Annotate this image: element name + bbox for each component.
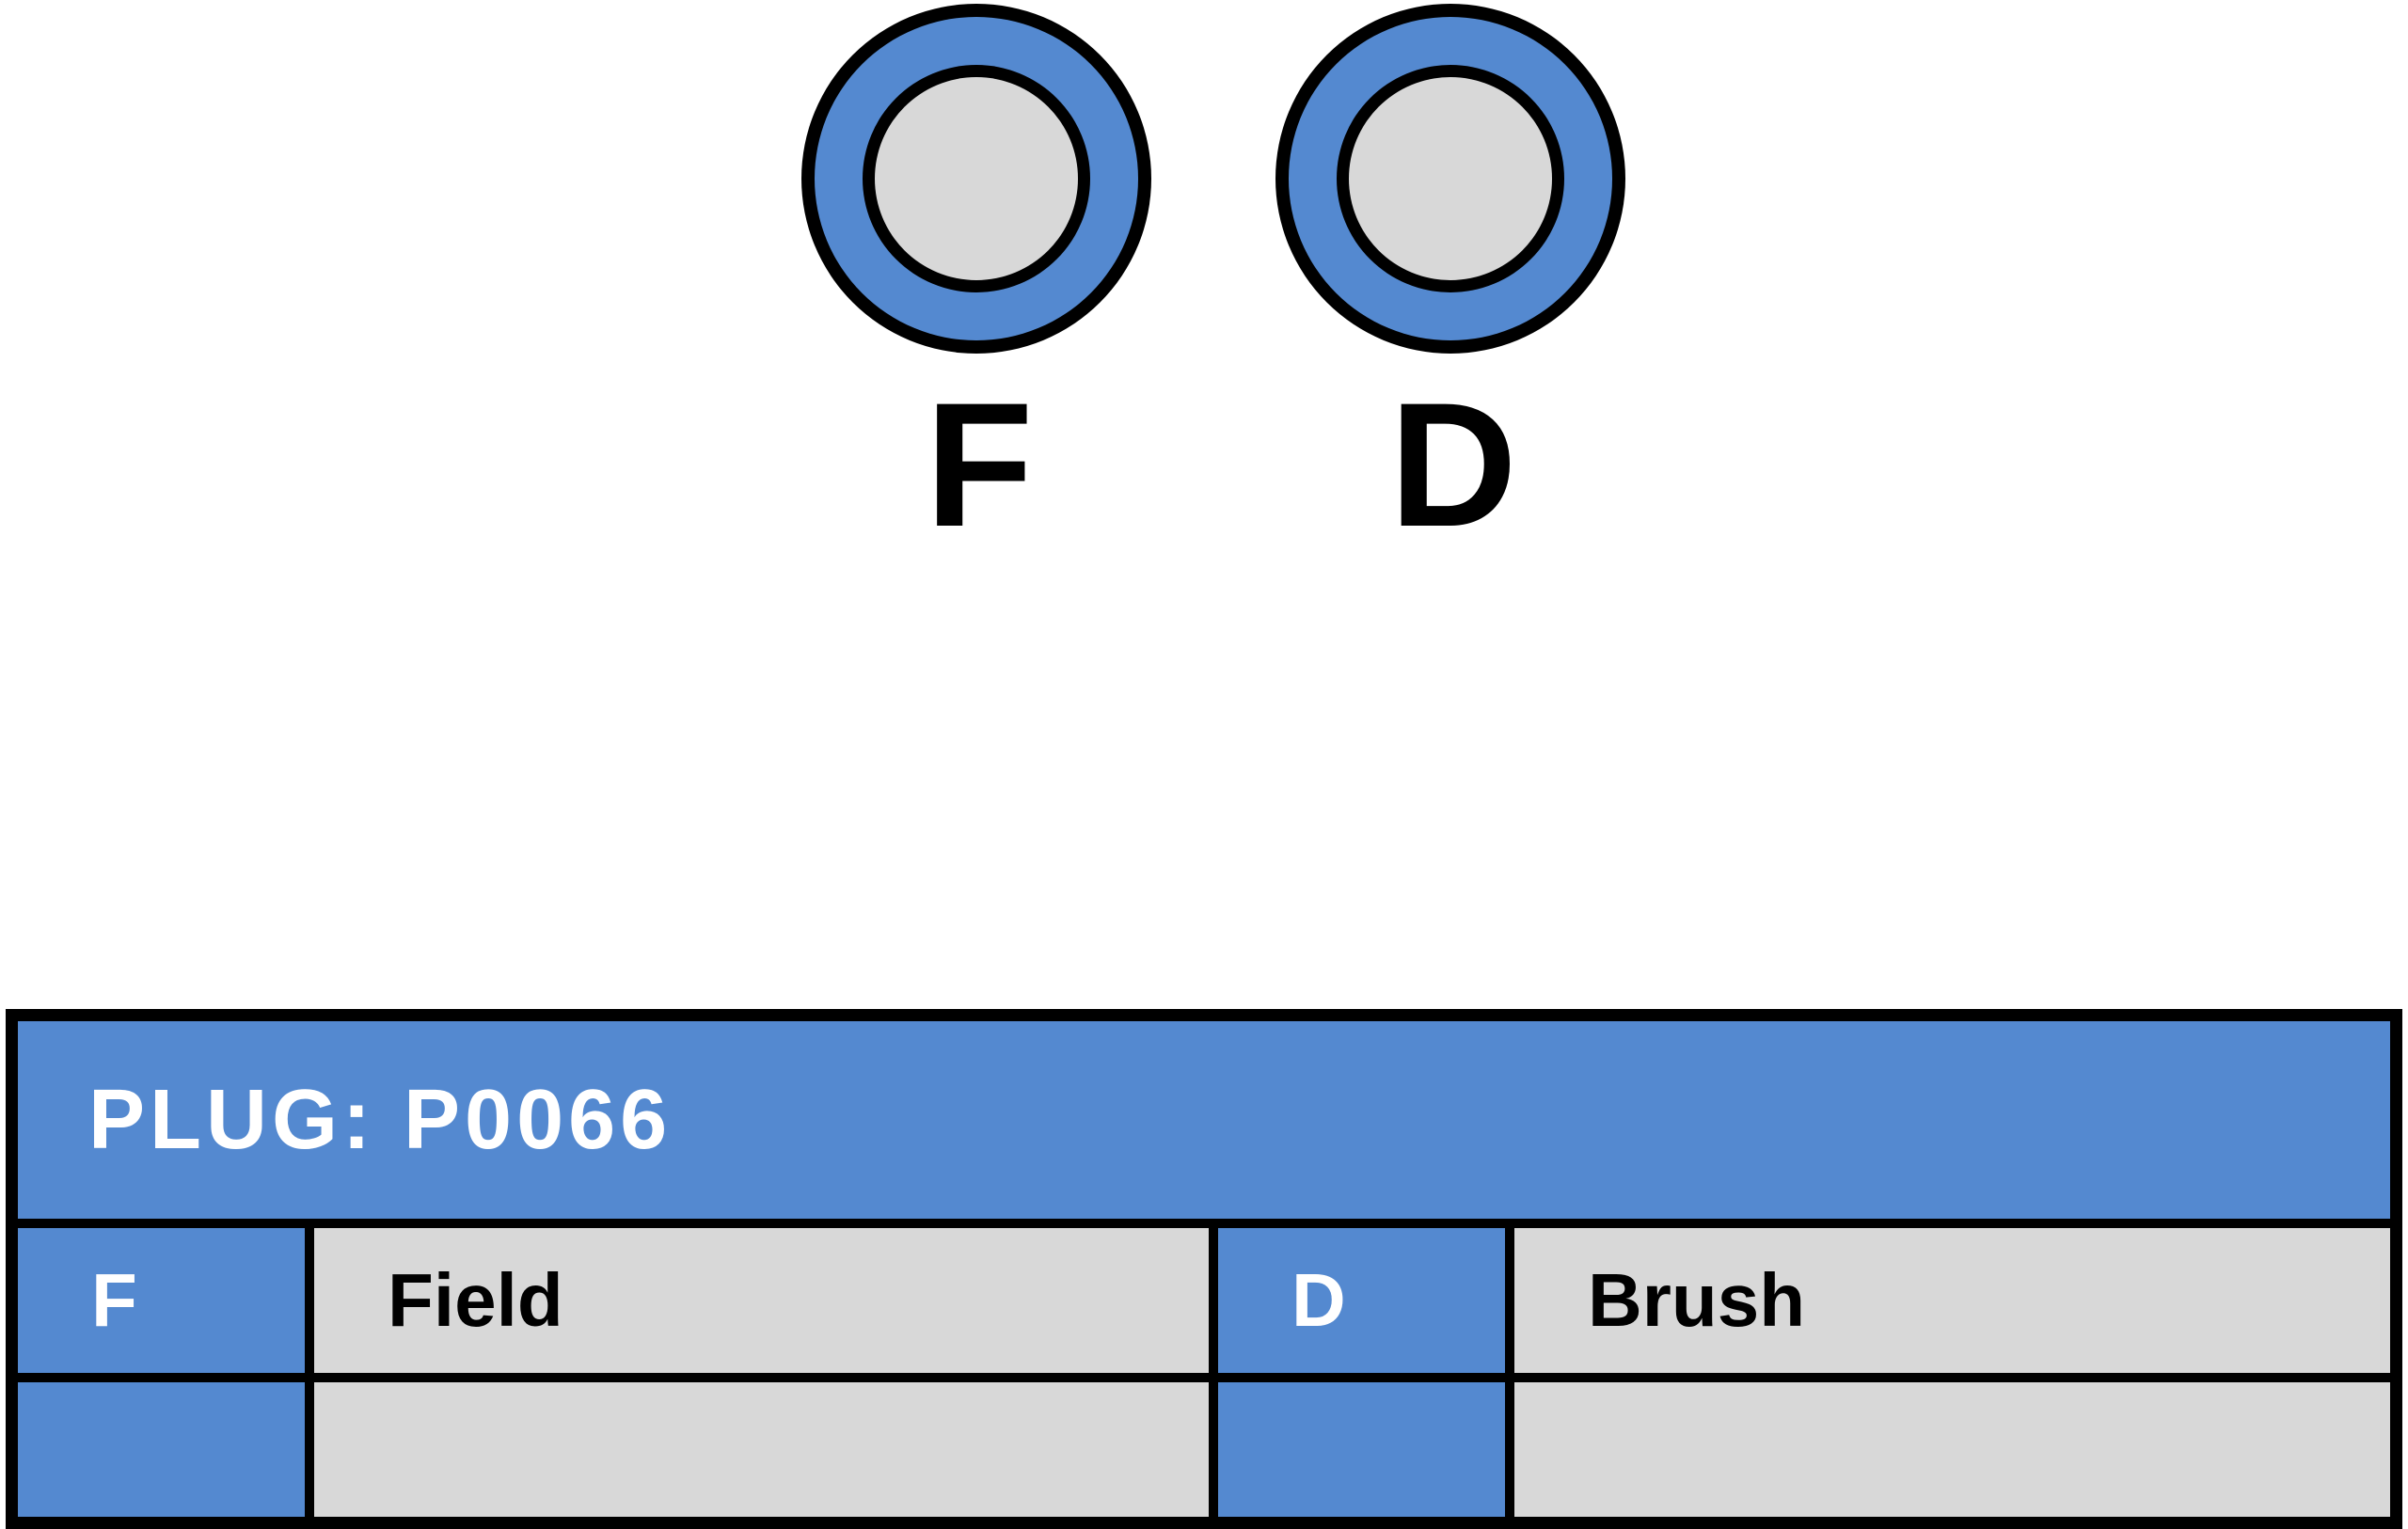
pin-f-label: F [925,366,1034,563]
pin-d-core [1349,77,1552,280]
pin-f-blue-ring [815,17,1138,340]
pin-desc-cell-empty-1 [314,1382,1209,1517]
pin-terminal-f [801,4,1151,354]
pin-desc-cell-empty-2 [1514,1382,2390,1517]
pin-desc-cell-d: Brush [1514,1228,2390,1373]
pin-id-cell-f: F [18,1228,305,1373]
plug-table-header: PLUG: P0066 [18,1021,2390,1219]
table-row [18,1382,2390,1517]
pin-f-inner-ring [863,65,1090,292]
pin-f-core [875,77,1078,280]
pin-id-cell-empty-2 [1218,1382,1505,1517]
pin-id-cell-empty-1 [18,1382,305,1517]
pin-desc-cell-f: Field [314,1228,1209,1373]
pin-terminal-d [1275,4,1625,354]
table-row: F Field D Brush [18,1228,2390,1373]
plug-pinout-table: PLUG: P0066 F Field D Brush [6,1009,2402,1529]
pin-d-blue-ring [1289,17,1612,340]
pin-id-cell-d: D [1218,1228,1505,1373]
plug-title: PLUG: P0066 [88,1073,673,1167]
pin-d-inner-ring [1337,65,1564,292]
pin-d-label: D [1389,366,1517,563]
